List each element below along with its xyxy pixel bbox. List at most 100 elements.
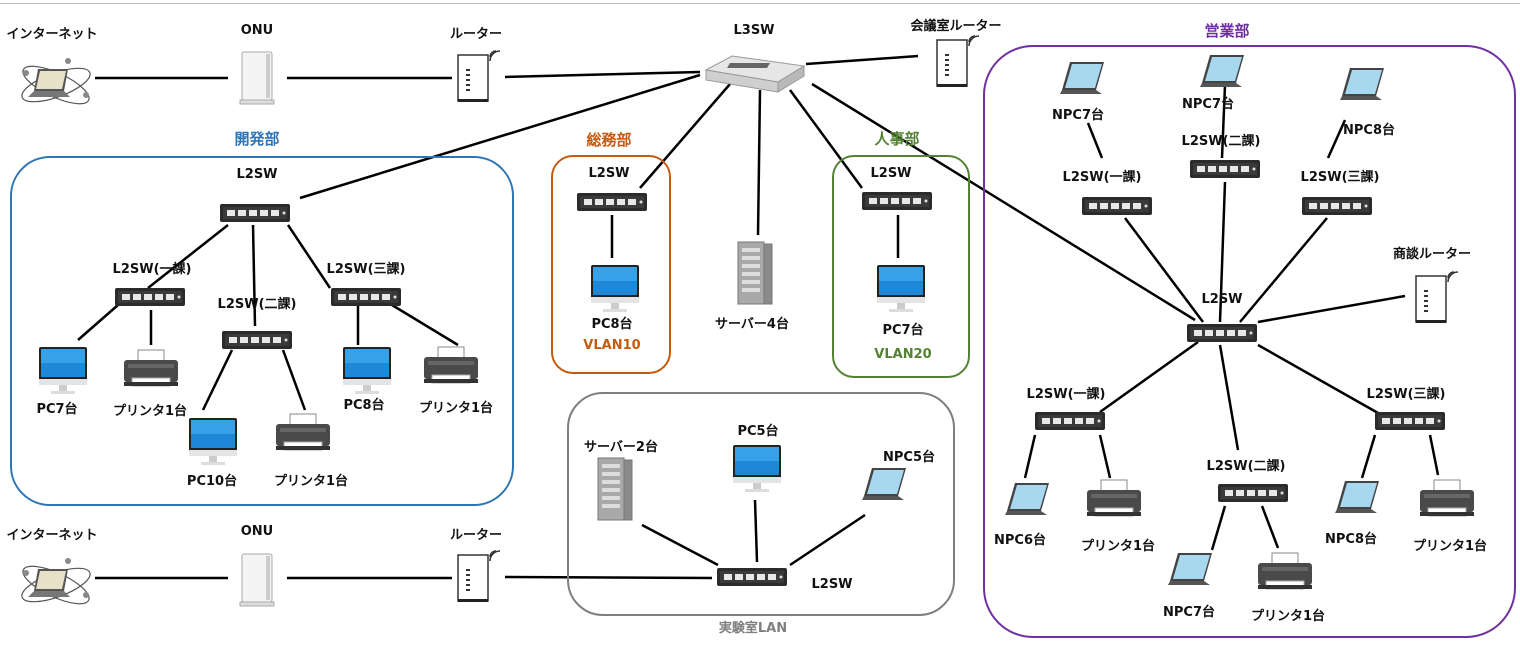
onu-icon	[239, 51, 275, 105]
link-line	[789, 513, 866, 567]
top-border	[0, 0, 1520, 4]
eigyo-npc8b-label: NPC8台	[1325, 532, 1377, 547]
shodan-router-label: 商談ルーター	[1392, 247, 1472, 262]
kaihatsu-l2sw-label: L2SW	[236, 167, 278, 182]
kaihatsu-sw2-label: L2SW(二課)	[217, 297, 297, 312]
router-icon	[457, 50, 501, 103]
kaihatsu-printer1-label: プリンタ1台	[112, 404, 188, 419]
link-line	[1239, 217, 1328, 323]
kaihatsu-sw1-label: L2SW(一課)	[112, 262, 192, 277]
meeting-router-label: 会議室ルーター	[910, 19, 1002, 34]
kaihatsu-printer2-label: プリンタ1台	[273, 474, 349, 489]
soumu-l2sw-label: L2SW	[588, 166, 630, 181]
link-line	[1218, 344, 1240, 451]
kaihatsu-pc7-label: PC7台	[36, 402, 78, 417]
link-line	[1098, 434, 1112, 479]
eigyo-sw1-label: L2SW(一課)	[1026, 387, 1106, 402]
lab-internet-label: インターネット	[6, 528, 98, 543]
soumu-pc-label: PC8台	[591, 317, 633, 332]
kaihatsu-sw3-label: L2SW(三課)	[326, 262, 406, 277]
l3sw-label: L3SW	[733, 23, 775, 38]
link-line	[1099, 340, 1199, 414]
eigyo-npc7b-label: NPC7台	[1182, 97, 1234, 112]
eigyo-printer3-label: プリンタ1台	[1412, 539, 1488, 554]
link-line	[805, 54, 919, 66]
jinji-l2sw-label: L2SW	[870, 166, 912, 181]
lab-router-icon	[457, 550, 501, 603]
lab-onu-icon	[239, 553, 275, 607]
lab-l2sw-label: L2SW	[811, 577, 853, 592]
lab-title: 実験室LAN	[718, 621, 788, 636]
link-line	[1360, 434, 1377, 479]
link-line	[1220, 84, 1227, 159]
meeting-router-icon	[936, 35, 980, 88]
link-line	[1257, 294, 1406, 324]
soumu-vlan: VLAN10	[583, 338, 641, 353]
link-line	[1023, 434, 1037, 479]
lab-onu-label: ONU	[240, 524, 274, 539]
link-line	[77, 304, 119, 341]
eigyo-sw1-top-label: L2SW(一課)	[1062, 170, 1142, 185]
internet-icon	[17, 57, 95, 112]
link-line	[1428, 434, 1440, 476]
l3-switch-icon	[705, 55, 805, 93]
link-line	[811, 82, 1196, 322]
lab-npc-label: NPC5台	[883, 450, 935, 465]
lab-internet-icon	[17, 557, 95, 612]
link-line	[1210, 505, 1227, 551]
link-line	[1218, 181, 1227, 323]
router-label: ルーター	[449, 27, 503, 42]
link-line	[391, 303, 459, 347]
link-line	[281, 349, 307, 411]
link-line	[504, 575, 713, 580]
link-line	[1326, 119, 1347, 159]
internet-label: インターネット	[6, 27, 98, 42]
eigyo-title: 営業部	[1204, 22, 1250, 40]
eigyo-printer1-label: プリンタ1台	[1080, 539, 1156, 554]
eigyo-group-box	[983, 45, 1516, 638]
link-line	[251, 224, 257, 327]
link-line	[286, 224, 332, 289]
link-line	[753, 499, 759, 563]
kaihatsu-group-box	[10, 156, 514, 506]
jinji-group-box	[832, 155, 970, 378]
lab-server-label: サーバー2台	[584, 440, 658, 455]
eigyo-npc7a-label: NPC7台	[1052, 108, 1104, 123]
server4-icon	[737, 241, 773, 305]
eigyo-npc7c-label: NPC7台	[1163, 605, 1215, 620]
link-line	[1086, 122, 1104, 159]
link-line	[756, 89, 762, 236]
kaihatsu-pc10-label: PC10台	[186, 474, 238, 489]
link-line	[299, 73, 701, 200]
jinji-title: 人事部	[874, 130, 920, 148]
link-line	[504, 70, 701, 79]
soumu-group-box	[551, 155, 671, 374]
server4-label: サーバー4台	[715, 317, 789, 332]
kaihatsu-title: 開発部	[234, 130, 280, 148]
kaihatsu-pc8-label: PC8台	[343, 398, 385, 413]
jinji-pc-label: PC7台	[882, 323, 924, 338]
link-line	[641, 523, 719, 567]
eigyo-sw3-top-label: L2SW(三課)	[1300, 170, 1380, 185]
link-line	[1257, 343, 1379, 415]
soumu-title: 総務部	[586, 131, 632, 149]
link-line	[1260, 505, 1280, 549]
eigyo-sw2-top-label: L2SW(二課)	[1181, 134, 1261, 149]
eigyo-npc8a-label: NPC8台	[1343, 123, 1395, 138]
eigyo-sw3-label: L2SW(三課)	[1366, 387, 1446, 402]
eigyo-printer2-label: プリンタ1台	[1250, 609, 1326, 624]
lab-pc-label: PC5台	[737, 424, 779, 439]
eigyo-sw2-label: L2SW(二課)	[1206, 459, 1286, 474]
kaihatsu-printer3-label: プリンタ1台	[418, 401, 494, 416]
onu-label: ONU	[240, 23, 274, 38]
lab-group-box	[567, 392, 955, 616]
link-line	[201, 349, 234, 411]
lab-router-label: ルーター	[449, 528, 503, 543]
jinji-vlan: VLAN20	[874, 347, 932, 362]
eigyo-npc6-label: NPC6台	[994, 533, 1046, 548]
link-line	[1124, 217, 1204, 323]
link-line	[147, 224, 229, 289]
eigyo-l2sw-label: L2SW	[1201, 292, 1243, 307]
